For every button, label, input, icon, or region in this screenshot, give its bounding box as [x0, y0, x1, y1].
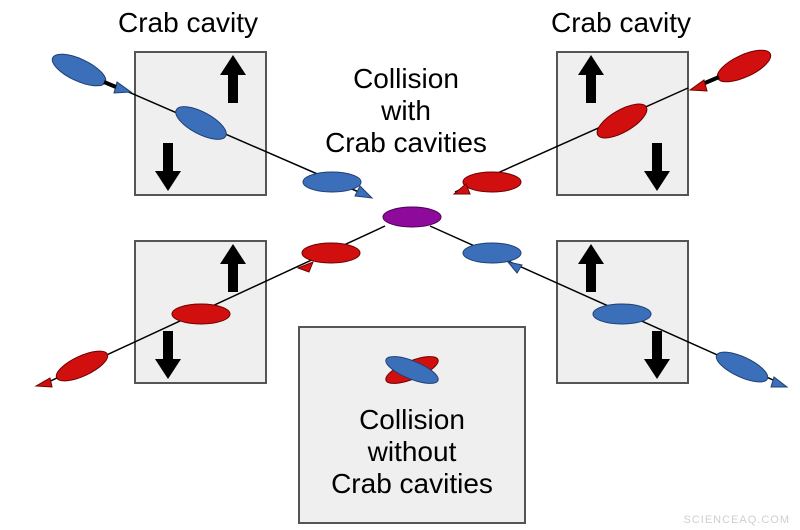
up-arrow-icon	[220, 55, 604, 292]
red-bunch-outgoing-bottom-left	[55, 350, 109, 382]
bunch-tail	[103, 80, 117, 89]
collision-with-crab-label: Collision with Crab cavities	[308, 63, 504, 159]
blue-bunch-incoming-top-left	[51, 53, 107, 87]
no-crab-collision-box	[298, 326, 526, 524]
collision-point	[382, 206, 442, 228]
crab-cavity-label-left: Crab cavity	[118, 7, 259, 38]
collision-without-line-1: Collision	[359, 404, 465, 435]
collision-without-line-3: Crab cavities	[331, 468, 493, 499]
direction-arrowhead-icon	[688, 79, 708, 92]
red-bunch-leaving-collision	[301, 242, 361, 264]
collision-with-line-3: Crab cavities	[325, 127, 487, 158]
direction-arrowhead-icon	[354, 185, 374, 199]
blue-bunch-leaving-collision	[462, 242, 522, 264]
direction-arrowhead-icon	[506, 261, 523, 274]
collision-without-crab-label: Collision without Crab cavities	[305, 404, 519, 500]
blue-bunch-crossing	[385, 356, 439, 384]
direction-arrowhead-icon	[296, 261, 314, 273]
collision-without-line-2: without	[367, 436, 457, 467]
direction-arrowhead-icon	[113, 81, 133, 94]
blue-bunch-approaching-collision	[302, 171, 362, 193]
collision-with-line-2: with	[381, 95, 431, 126]
watermark: SCIENCEAQ.COM	[683, 514, 790, 526]
down-arrow-icon	[155, 143, 670, 379]
direction-arrowhead-icon	[34, 377, 53, 388]
blue-bunch-in-cavity-bottom-right	[592, 303, 652, 325]
red-bunch-approaching-collision	[462, 171, 522, 193]
crab-cavity-label-right: Crab cavity	[551, 7, 692, 38]
collision-with-line-1: Collision	[353, 63, 459, 94]
bunch-tail	[704, 75, 720, 85]
direction-arrowhead-icon	[452, 183, 471, 195]
red-bunch-incoming-top-right	[716, 49, 772, 83]
blue-bunch-outgoing-bottom-right	[715, 351, 769, 383]
red-bunch-in-cavity-top-right	[596, 103, 648, 139]
red-bunch-in-cavity-bottom-left	[171, 303, 231, 325]
direction-arrowhead-icon	[770, 376, 789, 388]
blue-bunch-in-cavity-top-left	[175, 106, 227, 140]
